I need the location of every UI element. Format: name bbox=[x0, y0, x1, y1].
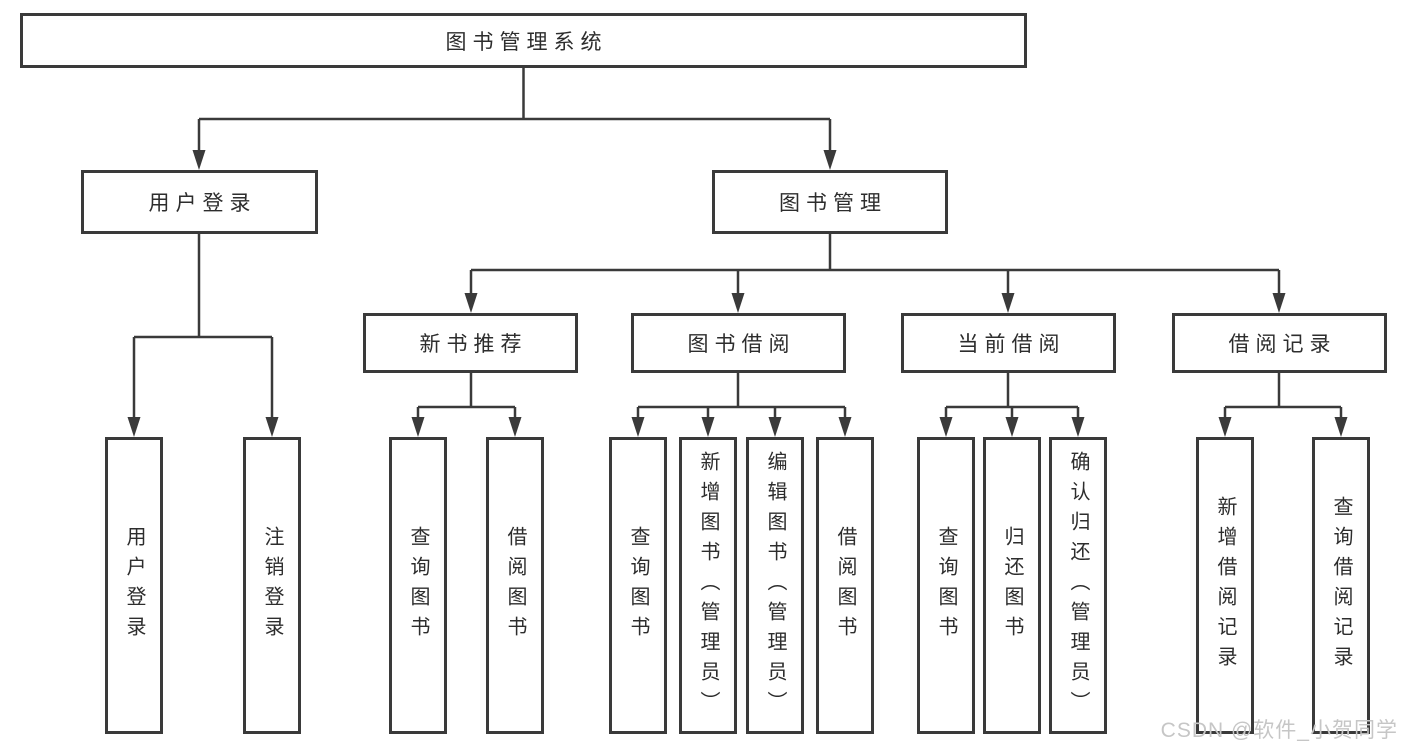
leaf-logout-label: 注销登录 bbox=[261, 525, 283, 646]
leaf-confirm-return-admin: 确认归还（管理员） bbox=[1049, 437, 1107, 734]
arrowhead bbox=[127, 417, 141, 437]
arrowhead bbox=[464, 293, 478, 313]
arrowhead bbox=[1272, 293, 1286, 313]
arrowhead bbox=[823, 150, 837, 170]
node-book-management: 图书管理 bbox=[712, 170, 948, 234]
arrowhead bbox=[1001, 293, 1015, 313]
leaf-query-books-borrow: 查询图书 bbox=[609, 437, 667, 734]
arrowhead bbox=[731, 293, 745, 313]
leaf-user-login: 用户登录 bbox=[105, 437, 163, 734]
node-book-borrowing: 图书借阅 bbox=[631, 313, 846, 373]
leaf-return-books-label: 归还图书 bbox=[1001, 525, 1023, 646]
leaf-borrow-books: 借阅图书 bbox=[816, 437, 874, 734]
leaf-return-books: 归还图书 bbox=[983, 437, 1041, 734]
leaf-query-books-recommend: 查询图书 bbox=[389, 437, 447, 734]
arrowhead bbox=[508, 417, 522, 437]
leaf-edit-books-admin: 编辑图书（管理员） bbox=[746, 437, 804, 734]
leaf-query-borrow-record: 查询借阅记录 bbox=[1312, 437, 1370, 734]
arrowhead bbox=[838, 417, 852, 437]
node-current-borrowing: 当前借阅 bbox=[901, 313, 1116, 373]
leaf-borrow-books-recommend-label: 借阅图书 bbox=[504, 525, 526, 646]
arrowhead bbox=[192, 150, 206, 170]
arrowhead bbox=[768, 417, 782, 437]
node-new-book-recommend-label: 新书推荐 bbox=[419, 333, 528, 356]
leaf-borrow-books-label: 借阅图书 bbox=[834, 525, 856, 646]
connector-borrow-to-leaves bbox=[636, 373, 847, 418]
node-borrowing-records: 借阅记录 bbox=[1172, 313, 1387, 373]
connector-root-to-level2 bbox=[197, 68, 832, 151]
arrowhead bbox=[1071, 417, 1085, 437]
leaf-query-books-current-label: 查询图书 bbox=[935, 525, 957, 646]
leaf-query-books-borrow-label: 查询图书 bbox=[627, 525, 649, 646]
leaf-add-books-admin: 新增图书（管理员） bbox=[679, 437, 737, 734]
connector-records-to-leaves bbox=[1223, 373, 1343, 418]
node-user-login: 用户登录 bbox=[81, 170, 318, 234]
arrowhead bbox=[1218, 417, 1232, 437]
connector-current-to-leaves bbox=[944, 373, 1080, 418]
connector-bookmgmt-to-level3 bbox=[469, 234, 1281, 294]
node-new-book-recommend: 新书推荐 bbox=[363, 313, 578, 373]
connector-newbook-to-leaves bbox=[416, 373, 517, 418]
leaf-query-borrow-record-label: 查询借阅记录 bbox=[1330, 495, 1352, 676]
node-borrowing-records-label: 借阅记录 bbox=[1228, 333, 1337, 356]
leaf-add-books-admin-label: 新增图书（管理员） bbox=[697, 450, 719, 721]
leaf-edit-books-admin-label: 编辑图书（管理员） bbox=[764, 450, 786, 721]
arrowheads bbox=[127, 150, 1348, 437]
leaf-add-borrow-record: 新增借阅记录 bbox=[1196, 437, 1254, 734]
connector-userlogin-to-leaves bbox=[132, 234, 274, 418]
node-user-login-label: 用户登录 bbox=[148, 192, 257, 215]
leaf-logout: 注销登录 bbox=[243, 437, 301, 734]
leaf-query-books-current: 查询图书 bbox=[917, 437, 975, 734]
node-book-management-label: 图书管理 bbox=[779, 192, 887, 215]
leaf-confirm-return-admin-label: 确认归还（管理员） bbox=[1067, 450, 1089, 721]
arrowhead bbox=[265, 417, 279, 437]
leaf-add-borrow-record-label: 新增借阅记录 bbox=[1214, 495, 1236, 676]
csdn-watermark: CSDN @软件_小贺同学 bbox=[1160, 719, 1398, 742]
leaf-user-login-label: 用户登录 bbox=[123, 525, 145, 646]
node-book-borrowing-label: 图书借阅 bbox=[687, 333, 796, 356]
arrowhead bbox=[939, 417, 953, 437]
arrowhead bbox=[1334, 417, 1348, 437]
node-root-label: 图书管理系统 bbox=[445, 30, 608, 54]
node-current-borrowing-label: 当前借阅 bbox=[957, 333, 1066, 356]
arrowhead bbox=[631, 417, 645, 437]
leaf-query-books-recommend-label: 查询图书 bbox=[407, 525, 429, 646]
leaf-borrow-books-recommend: 借阅图书 bbox=[486, 437, 544, 734]
arrowhead bbox=[701, 417, 715, 437]
node-root-system: 图书管理系统 bbox=[20, 13, 1027, 68]
arrowhead bbox=[1005, 417, 1019, 437]
arrowhead bbox=[411, 417, 425, 437]
